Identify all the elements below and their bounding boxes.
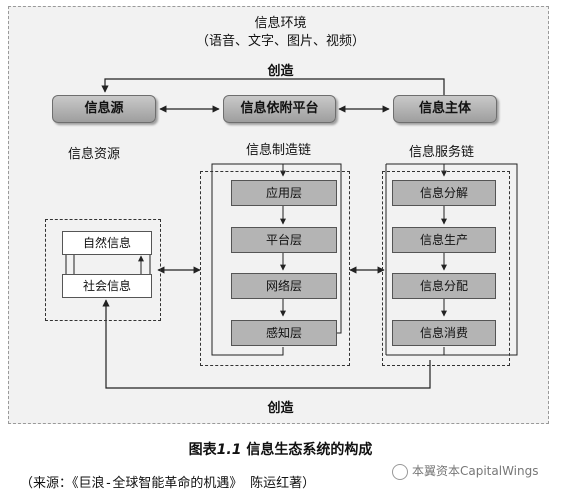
- information-decomposition-box: 信息分解: [392, 180, 496, 206]
- information-environment-frame: [8, 6, 549, 424]
- caption-title: 信息生态系统的构成: [241, 442, 373, 458]
- network-layer-box: 网络层: [231, 273, 337, 299]
- information-subject-node: 信息主体: [393, 95, 497, 123]
- create-label-bottom: 创造: [267, 401, 294, 416]
- information-consumption-box: 信息消费: [392, 320, 496, 346]
- wechat-logo-icon: [392, 463, 408, 480]
- service-chain-label: 信息服务链: [409, 145, 475, 160]
- caption-number: 1.1: [216, 442, 242, 458]
- create-label-top: 创造: [267, 64, 294, 79]
- information-production-box: 信息生产: [392, 227, 496, 253]
- social-information-box: 社会信息: [62, 274, 152, 298]
- environment-subtitle: （语音、文字、图片、视频）: [195, 34, 365, 49]
- manufacturing-chain-label: 信息制造链: [246, 143, 312, 158]
- perception-layer-box: 感知层: [231, 320, 337, 346]
- application-layer-box: 应用层: [231, 180, 337, 206]
- environment-title: 信息环境: [254, 16, 307, 31]
- natural-information-box: 自然信息: [62, 231, 152, 255]
- information-source-node: 信息源: [52, 95, 156, 123]
- manufacturing-chain-group: [200, 171, 350, 366]
- watermark-label: 本翼资本CapitalWings: [412, 464, 539, 478]
- watermark-text: 本翼资本CapitalWings: [392, 462, 539, 480]
- figure-caption: 图表1.1 信息生态系统的构成: [0, 439, 561, 459]
- information-platform-node: 信息依附平台: [223, 95, 336, 123]
- information-distribution-box: 信息分配: [392, 273, 496, 299]
- information-resources-label: 信息资源: [68, 147, 121, 162]
- platform-layer-box: 平台层: [231, 227, 337, 253]
- source-citation: （来源：《巨浪-全球智能革命的机遇》 陈运红著）: [20, 476, 316, 491]
- service-chain-group: [382, 171, 510, 366]
- caption-prefix: 图表: [188, 442, 217, 458]
- information-kinds-group: [45, 219, 161, 321]
